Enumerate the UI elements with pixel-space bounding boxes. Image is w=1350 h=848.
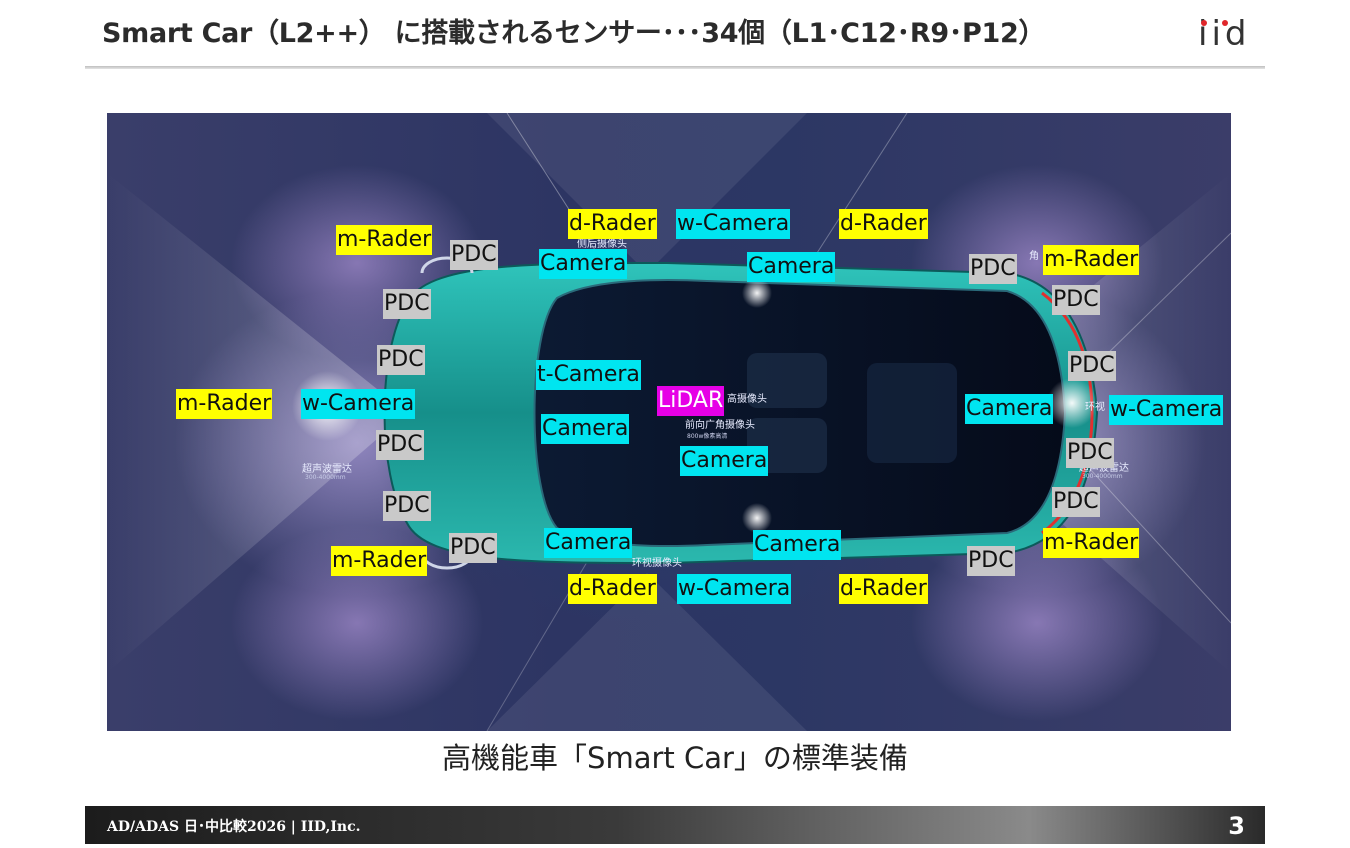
logo-dot-icon [1222,20,1228,26]
figure-caption: 高機能車「Smart Car」の標準装備 [442,741,908,775]
side-beam-top [487,113,807,273]
sensor-label-camera: Camera [541,414,630,444]
sensor-label-w-camera: w-Camera [677,574,792,604]
sensor-label-m-rader: m-Rader [331,546,428,576]
sensor-label-pdc: PDC [1052,487,1100,517]
sensor-label-m-rader: m-Rader [176,389,273,419]
annotation-front-wide-camera: 前向广角摄像头 [685,420,755,431]
sensor-label-pdc: PDC [450,240,498,270]
roof-sensor-flare [742,278,772,308]
car-seat [867,363,957,463]
annotation-corner-radar: 角 [1029,251,1039,262]
sensor-label-pdc: PDC [449,533,497,563]
iid-logo: iid [1198,12,1250,56]
footer-bar: AD/ADAS 日･中比較2026 | IID,Inc. 3 [85,806,1265,844]
sensor-label-camera: Camera [539,249,628,279]
roof-sensor-flare [742,503,772,533]
footer-text: AD/ADAS 日･中比較2026 | IID,Inc. [107,819,361,835]
sensor-label-d-rader: d-Rader [568,209,657,239]
sensor-label-d-rader: d-Rader [839,209,928,239]
annotation-ultrasonic-radar: 超声波雷达 [302,464,352,475]
sensor-label-pdc: PDC [376,430,424,460]
annotation-high-camera: 高摄像头 [727,394,767,405]
page-number: 3 [1228,812,1245,840]
sensor-label-camera: Camera [680,446,769,476]
sensor-illustration [107,113,1231,731]
rear-sensor-flare [1047,378,1097,428]
sensor-label-pdc: PDC [967,546,1015,576]
annotation-ultrasonic-radar-sub: 300-4000mm [305,474,346,481]
sensor-label-m-rader: m-Rader [1043,245,1140,275]
annotation-rear-ultrasonic-sub: 300-4000mm [1082,473,1123,480]
sensor-label-camera: Camera [753,530,842,560]
front-radar-beam [107,173,407,673]
sensor-label-pdc: PDC [1052,285,1100,315]
sensor-label-pdc: PDC [383,491,431,521]
annotation-rear-ultrasonic: 超声波雷达 [1079,463,1129,474]
sensor-label-camera: Camera [747,252,836,282]
car-seat [747,353,827,408]
sensor-label-pdc: PDC [969,254,1017,284]
sensor-label-pdc: PDC [1066,438,1114,468]
sensor-label-camera: Camera [544,528,633,558]
sensor-figure: 侧后摄像头 高摄像头 前向广角摄像头 800w像素高清 超声波雷达 300-40… [107,113,1231,731]
sensor-label-m-rader: m-Rader [1043,528,1140,558]
title-divider [85,66,1265,69]
sensor-label-w-camera: w-Camera [676,209,791,239]
sensor-label-pdc: PDC [377,345,425,375]
sensor-label-camera: Camera [965,394,1054,424]
sensor-label-t-camera: t-Camera [536,360,641,390]
annotation-front-wide-camera-sub: 800w像素高清 [687,433,728,440]
sensor-label-w-camera: w-Camera [301,389,416,419]
sensor-label-pdc: PDC [1068,351,1116,381]
annotation-surround-camera-bottom: 环视摄像头 [632,558,682,569]
slide-title: Smart Car（L2++） に搭載されるセンサー･･･34個（L1･C12･… [102,18,1046,49]
side-beam-bottom [487,573,807,731]
sensor-label-d-rader: d-Rader [568,574,657,604]
annotation-surround-rear: 环视 [1085,402,1105,413]
sensor-label-pdc: PDC [383,289,431,319]
sensor-label-m-rader: m-Rader [336,225,433,255]
logo-dot-icon [1201,20,1207,26]
car-glass [533,278,1067,548]
sensor-label-w-camera: w-Camera [1109,395,1224,425]
annotation-side-camera-top: 侧后摄像头 [577,239,627,250]
sensor-label-d-rader: d-Rader [839,574,928,604]
sensor-label-lidar: LiDAR [657,386,725,416]
